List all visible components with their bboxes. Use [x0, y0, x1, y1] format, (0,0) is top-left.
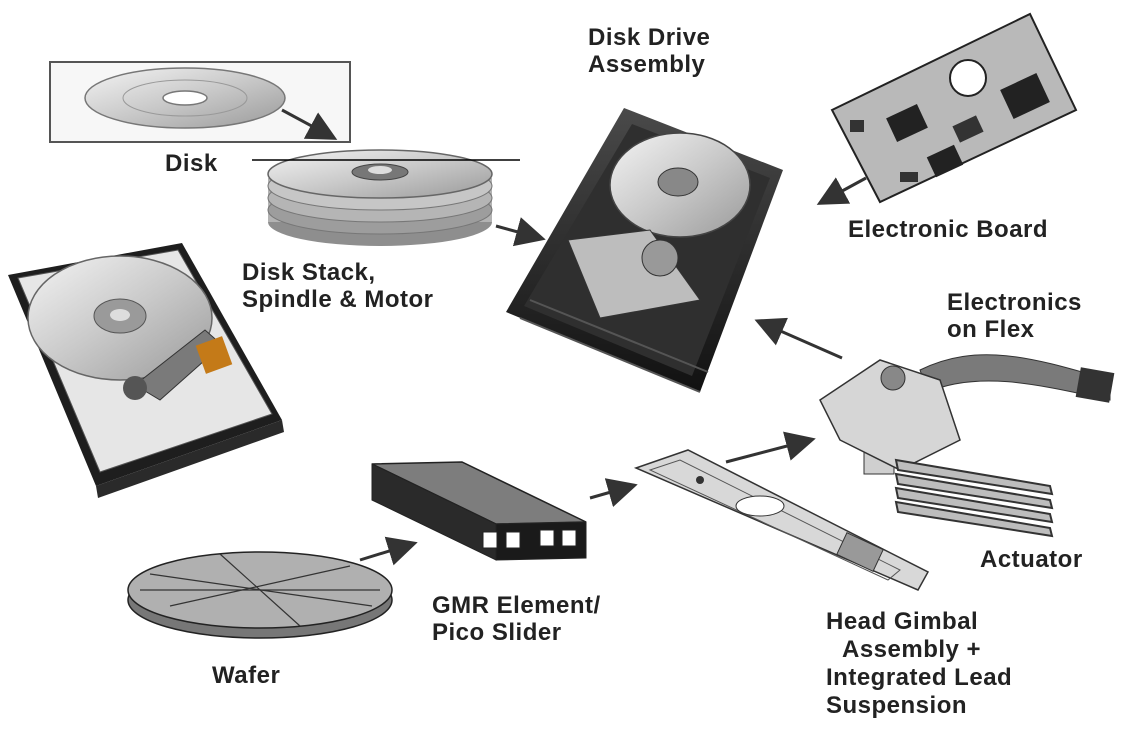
single-disk-illustration [50, 62, 350, 142]
label-head-gimbal-assembly: Head Gimbal Assembly + Integrated Lead S… [826, 608, 1012, 720]
label-electronics-on-flex: Electronics on Flex [947, 289, 1082, 343]
label-actuator: Actuator [980, 546, 1083, 573]
label-disk-drive-assembly: Disk Drive Assembly [588, 24, 710, 78]
arrow-board-to-assembly [822, 178, 866, 202]
label-electronic-board: Electronic Board [848, 216, 1048, 243]
arrow-stack-to-assembly [496, 226, 540, 238]
arrow-gimbal-to-actuator [726, 440, 810, 462]
arrow-actuator-to-assembly [760, 322, 842, 358]
disk-drive-assembly-illustration [506, 108, 783, 392]
electronic-board-illustration [832, 14, 1076, 202]
label-wafer: Wafer [212, 662, 280, 689]
wafer-illustration [128, 552, 392, 638]
label-disk-stack: Disk Stack, Spindle & Motor [242, 259, 433, 313]
disk-stack-illustration [252, 150, 520, 246]
label-gmr-element: GMR Element/ Pico Slider [432, 592, 601, 646]
arrow-slider-to-gimbal [590, 486, 632, 498]
label-disk: Disk [165, 150, 218, 177]
actuator-illustration [820, 355, 1114, 536]
arrow-wafer-to-slider [360, 544, 412, 560]
